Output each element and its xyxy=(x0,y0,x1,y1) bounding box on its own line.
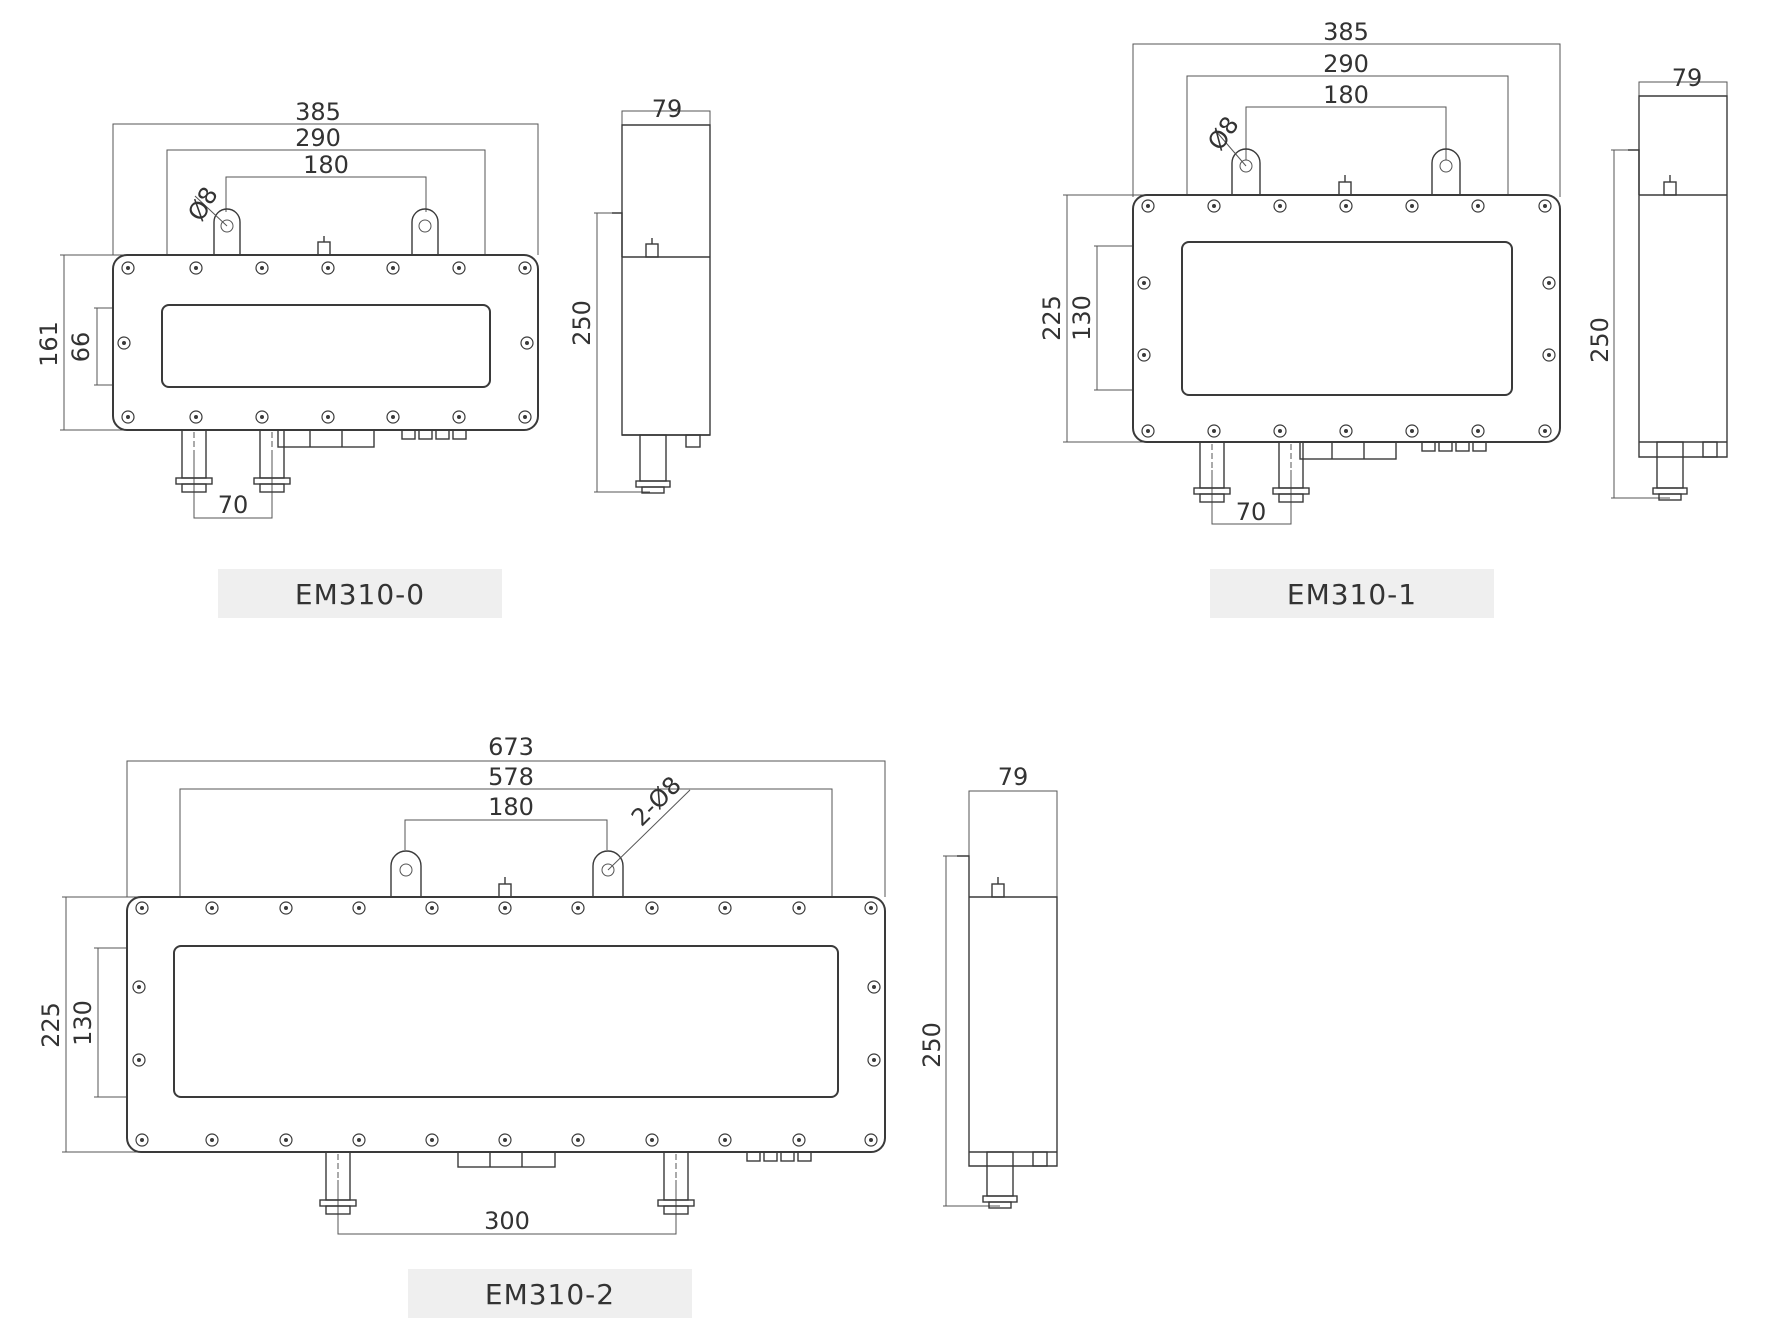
dim-mounting-width: 290 xyxy=(1323,50,1369,78)
model-caption: EM310-0 xyxy=(295,578,425,611)
dim-window-height: 66 xyxy=(67,332,95,363)
dim-overall-height: 225 xyxy=(37,1002,65,1048)
dim-gland-spacing: 70 xyxy=(1236,498,1267,526)
dim-depth: 79 xyxy=(652,95,683,123)
bolts xyxy=(117,261,534,424)
front-view: 673 578 180 2-Ø8 225 130 300 xyxy=(37,733,886,1235)
dim-hole: Ø8 xyxy=(182,182,223,226)
dim-mounting-width: 290 xyxy=(295,124,341,152)
dim-depth: 79 xyxy=(998,763,1029,791)
dim-overall-height: 225 xyxy=(1038,295,1066,341)
caption-background xyxy=(408,1269,692,1318)
dim-overall-height: 161 xyxy=(35,321,63,367)
dim-height: 250 xyxy=(918,1022,946,1068)
bolts xyxy=(132,901,881,1147)
dim-height: 250 xyxy=(568,300,596,346)
dim-gland-spacing: 300 xyxy=(484,1207,530,1235)
side-view: 79 250 xyxy=(1586,64,1728,501)
dim-overall-width: 673 xyxy=(488,733,534,761)
bolts xyxy=(1137,199,1556,438)
dim-window-height: 130 xyxy=(69,1000,97,1046)
drawing-em310-1: 385 290 180 Ø8 225 130 70 79 250 xyxy=(1038,18,1728,618)
drawing-em310-2: 673 578 180 2-Ø8 225 130 300 79 250 EM31… xyxy=(37,733,1058,1318)
dim-depth: 79 xyxy=(1672,64,1703,92)
dim-lug-spacing: 180 xyxy=(1323,81,1369,109)
front-view: 385 290 180 Ø8 161 66 70 xyxy=(35,98,539,519)
caption-background xyxy=(218,569,502,618)
caption-background xyxy=(1210,569,1494,618)
dim-mounting-width: 578 xyxy=(488,763,534,791)
dim-overall-width: 385 xyxy=(295,98,341,126)
dim-window-height: 130 xyxy=(1068,295,1096,341)
model-caption: EM310-1 xyxy=(1287,578,1417,611)
dim-lug-spacing: 180 xyxy=(303,151,349,179)
dim-lug-spacing: 180 xyxy=(488,793,534,821)
drawing-em310-0: 385 290 180 Ø8 161 66 70 79 250 xyxy=(35,95,711,618)
dim-gland-spacing: 70 xyxy=(218,491,249,519)
side-view: 79 250 xyxy=(568,95,711,494)
side-view: 79 250 xyxy=(918,763,1058,1209)
front-view: 385 290 180 Ø8 225 130 70 xyxy=(1038,18,1561,526)
dim-overall-width: 385 xyxy=(1323,18,1369,46)
model-caption: EM310-2 xyxy=(485,1278,615,1311)
dim-hole: Ø8 xyxy=(1202,111,1245,155)
dim-height: 250 xyxy=(1586,317,1614,363)
